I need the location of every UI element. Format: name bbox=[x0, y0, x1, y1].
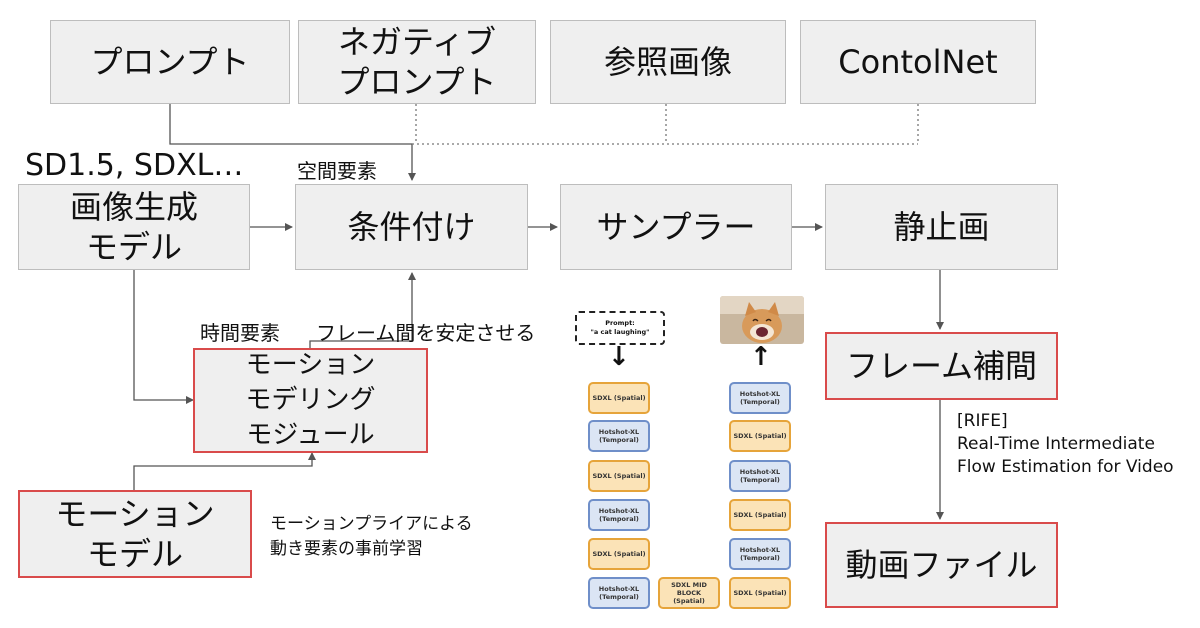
motion-modeling-module-box: モーション モデリング モジュール bbox=[193, 348, 428, 453]
temporal-label: 時間要素 bbox=[200, 321, 280, 345]
prompt-title: Prompt: bbox=[605, 319, 635, 327]
sampler-box: サンプラー bbox=[560, 184, 792, 270]
image-generation-model-box: 画像生成 モデル bbox=[18, 184, 250, 270]
negative-prompt-box: ネガティブ プロンプト bbox=[298, 20, 536, 104]
right-block-2: SDXL (Spatial) bbox=[729, 420, 791, 452]
left-block-3: SDXL (Spatial) bbox=[588, 460, 650, 492]
motion-prior-note: モーションプライアによる 動き要素の事前学習 bbox=[270, 514, 473, 559]
still-image-box: 静止画 bbox=[825, 184, 1058, 270]
prompt-box: プロンプト bbox=[50, 20, 290, 104]
laughing-cat-image bbox=[720, 296, 804, 344]
left-block-1: SDXL (Spatial) bbox=[588, 382, 650, 414]
wire-dotted-inputs bbox=[412, 104, 919, 145]
right-block-3: Hotshot-XL (Temporal) bbox=[729, 460, 791, 492]
right-block-5: Hotshot-XL (Temporal) bbox=[729, 538, 791, 570]
motion-model-box: モーション モデル bbox=[18, 490, 252, 578]
left-block-6: Hotshot-XL (Temporal) bbox=[588, 577, 650, 609]
conditioning-box: 条件付け bbox=[295, 184, 528, 270]
right-block-1: Hotshot-XL (Temporal) bbox=[729, 382, 791, 414]
rife-note: [RIFE] Real-Time Intermediate Flow Estim… bbox=[957, 411, 1174, 477]
model-versions-label: SD1.5, SDXL… bbox=[25, 148, 244, 183]
down-arrow-icon: ↓ bbox=[608, 342, 630, 372]
up-arrow-icon: ↑ bbox=[750, 342, 772, 372]
left-block-5: SDXL (Spatial) bbox=[588, 538, 650, 570]
right-block-4: SDXL (Spatial) bbox=[729, 499, 791, 531]
prompt-text: "a cat laughing" bbox=[590, 328, 650, 336]
mid-block: SDXL MID BLOCK (Spatial) bbox=[658, 577, 720, 609]
wire-prompt-to-conditioning bbox=[169, 104, 416, 181]
reference-image-box: 参照画像 bbox=[550, 20, 786, 104]
prompt-dashed-box: Prompt: "a cat laughing" bbox=[575, 311, 665, 345]
right-block-6: SDXL (Spatial) bbox=[729, 577, 791, 609]
wire-motion-model-to-module bbox=[133, 452, 316, 490]
wire-model-to-motion-module bbox=[133, 270, 194, 404]
controlnet-box: ContolNet bbox=[800, 20, 1036, 104]
left-block-2: Hotshot-XL (Temporal) bbox=[588, 420, 650, 452]
frame-interpolation-box: フレーム補間 bbox=[825, 332, 1058, 400]
wire-motion-module-to-conditioning bbox=[309, 272, 416, 348]
video-file-box: 動画ファイル bbox=[825, 522, 1058, 608]
stabilize-label: フレーム間を安定させる bbox=[316, 321, 536, 345]
left-block-4: Hotshot-XL (Temporal) bbox=[588, 499, 650, 531]
spatial-label: 空間要素 bbox=[297, 159, 377, 183]
